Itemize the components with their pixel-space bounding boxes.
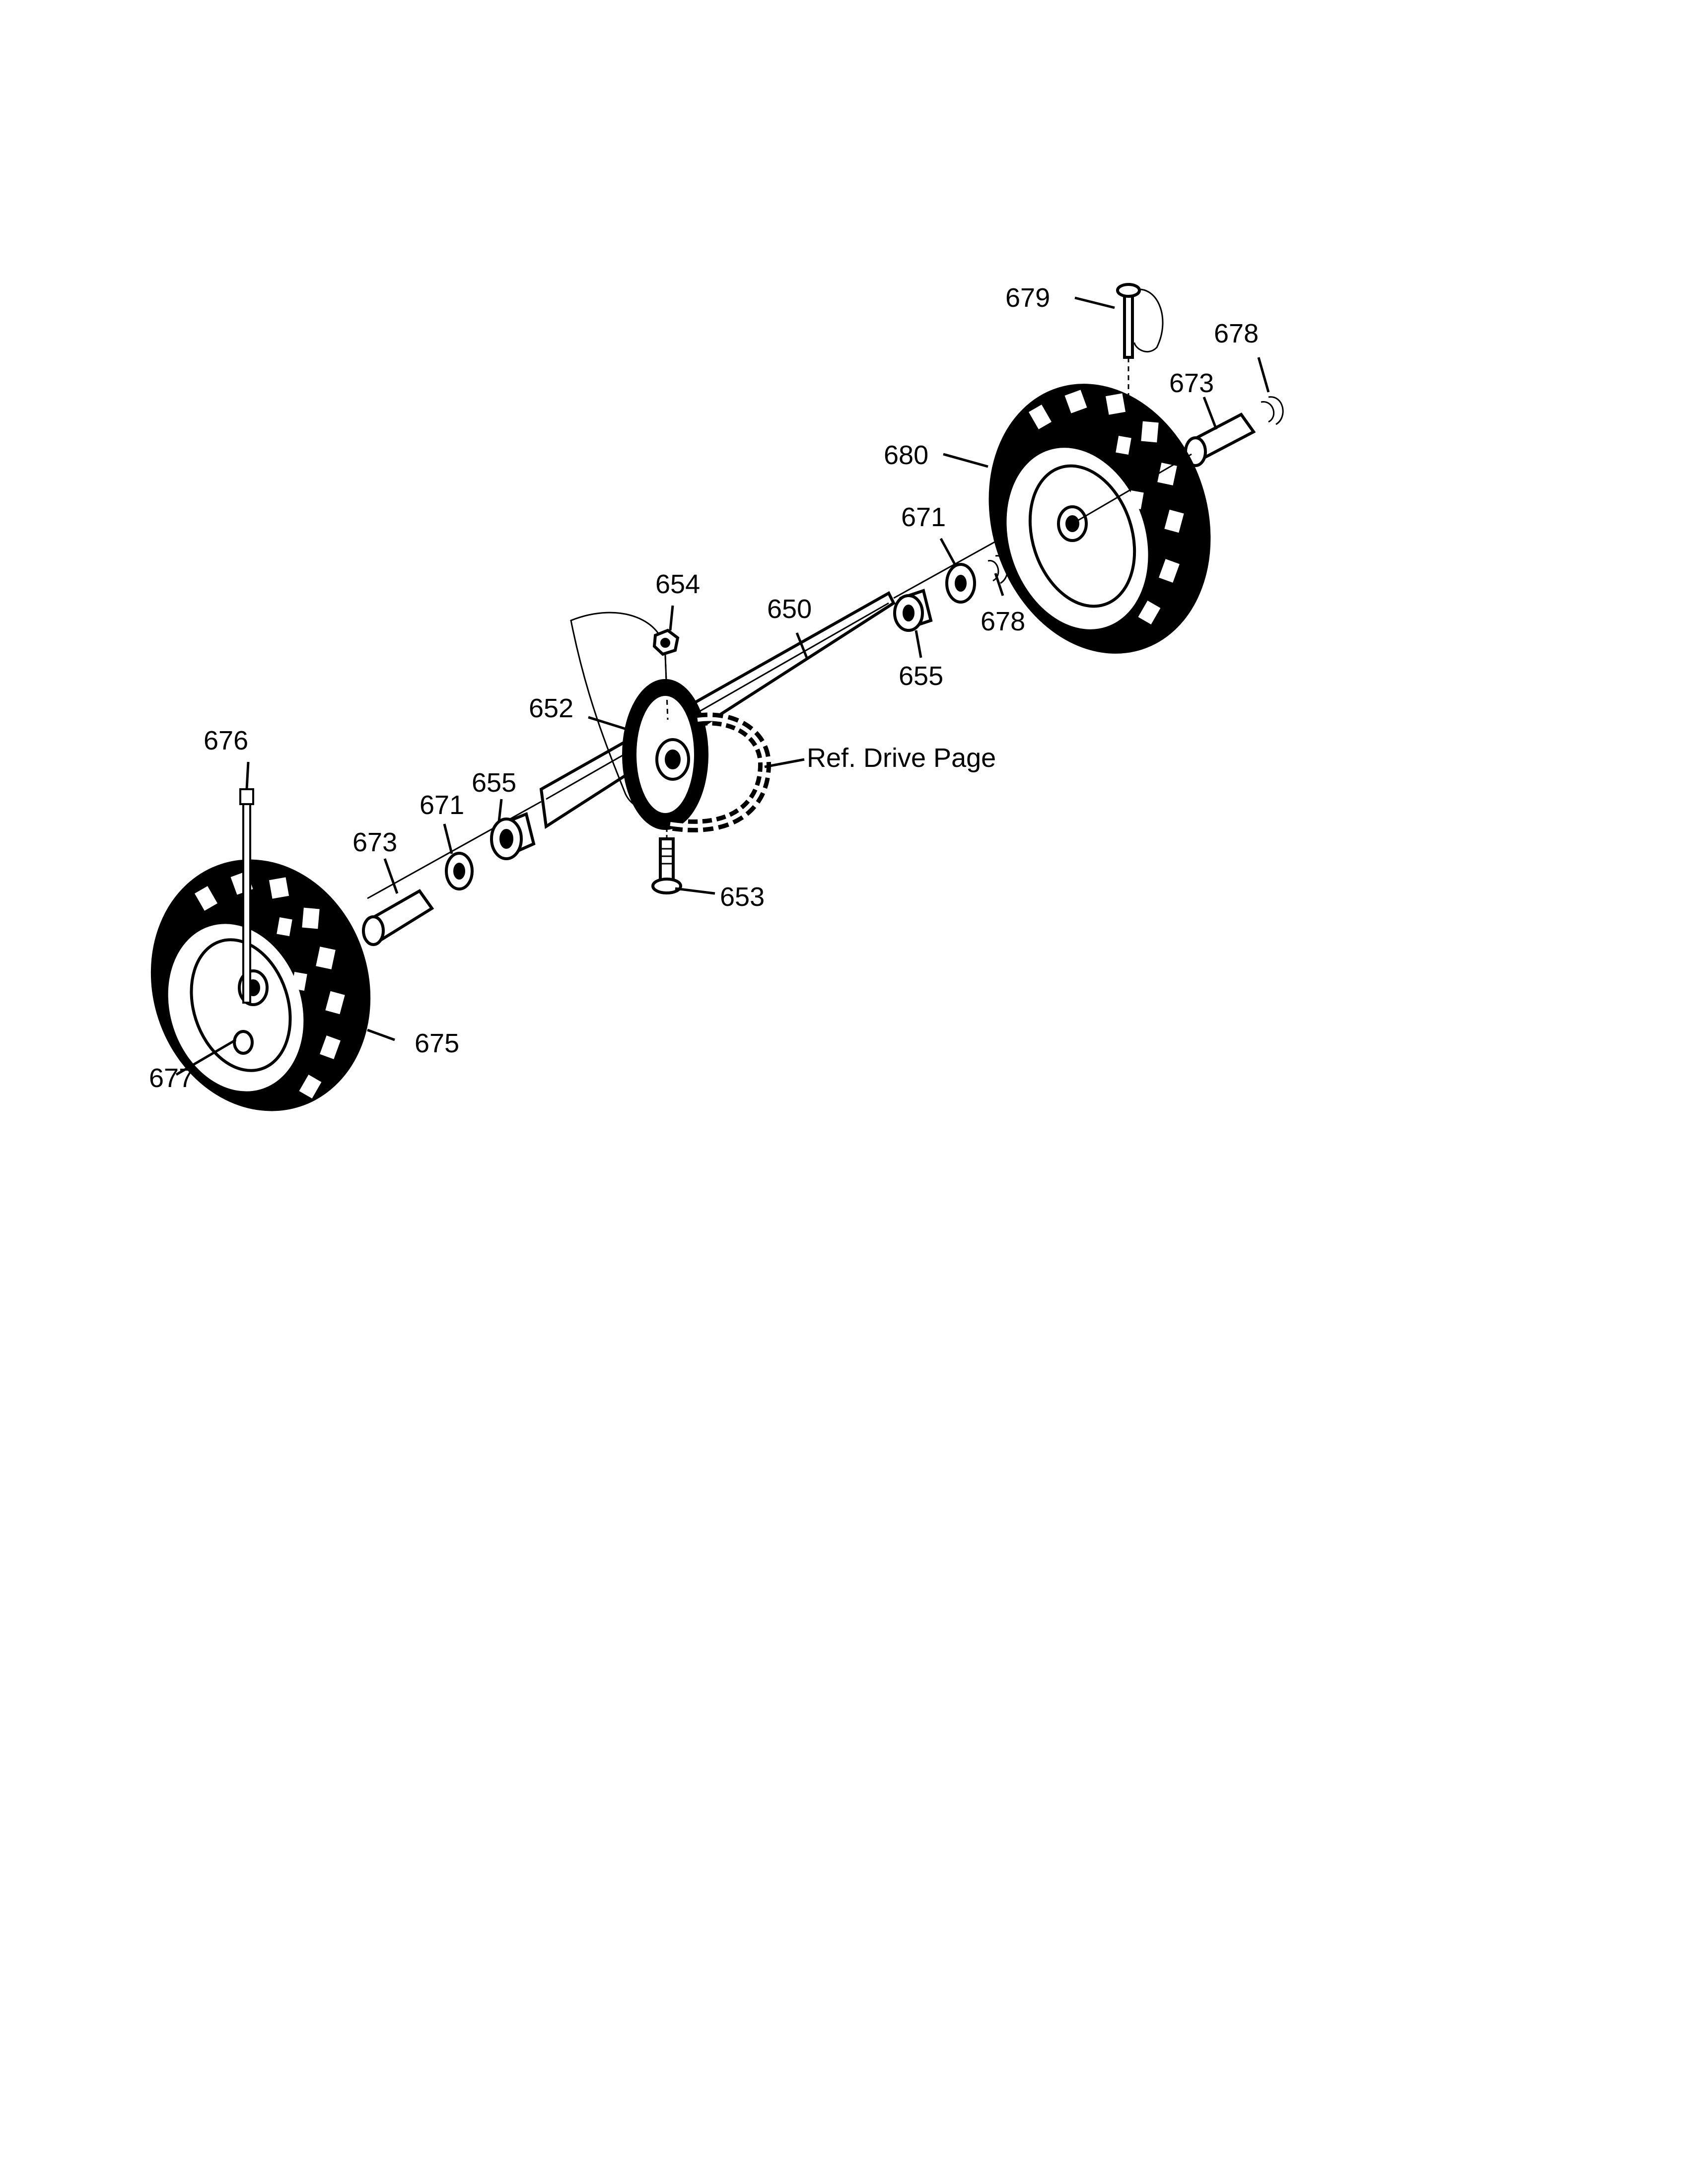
label-652: 652 (529, 693, 573, 723)
drive-chain (669, 712, 772, 832)
washer-671-left (445, 852, 474, 890)
sprocket-652 (622, 679, 708, 830)
label-673-right: 673 (1169, 368, 1214, 398)
label-654: 654 (655, 569, 700, 599)
tread-pattern-right (1029, 390, 1184, 624)
bolt-653 (651, 814, 682, 894)
label-653: 653 (720, 882, 765, 912)
label-650: 650 (767, 594, 812, 624)
clip-678-top (1261, 396, 1284, 425)
label-680: 680 (884, 440, 928, 470)
label-673-left: 673 (352, 827, 397, 857)
washer-671-right (945, 563, 976, 604)
leader-lines (175, 296, 1270, 1076)
label-678-top: 678 (1214, 319, 1259, 348)
axle-shaft-650 (367, 498, 1073, 899)
label-ref-drive-page: Ref. Drive Page (807, 743, 996, 773)
label-671-left: 671 (420, 790, 464, 820)
label-675: 675 (415, 1028, 459, 1058)
tread-pattern-left (195, 871, 345, 1098)
spacer-673-right (1184, 412, 1256, 467)
callout-labels: 679 678 673 680 671 678 654 650 655 652 … (149, 283, 1259, 1093)
label-676: 676 (204, 726, 248, 755)
lynch-pin-679 (1116, 283, 1164, 412)
label-655-left: 655 (472, 768, 516, 798)
bolt-676 (239, 788, 254, 1004)
label-679: 679 (1005, 283, 1050, 313)
label-678-mid: 678 (981, 607, 1025, 636)
wheel-675-left (150, 859, 371, 1111)
label-677: 677 (149, 1063, 194, 1093)
label-655-right: 655 (899, 661, 943, 691)
label-671-right: 671 (901, 502, 946, 532)
bearing-655-right (893, 589, 933, 632)
nut-654 (652, 628, 680, 720)
bearing-655-left (490, 812, 536, 860)
wheel-680-right (988, 384, 1211, 654)
spacer-673-left (362, 889, 434, 946)
